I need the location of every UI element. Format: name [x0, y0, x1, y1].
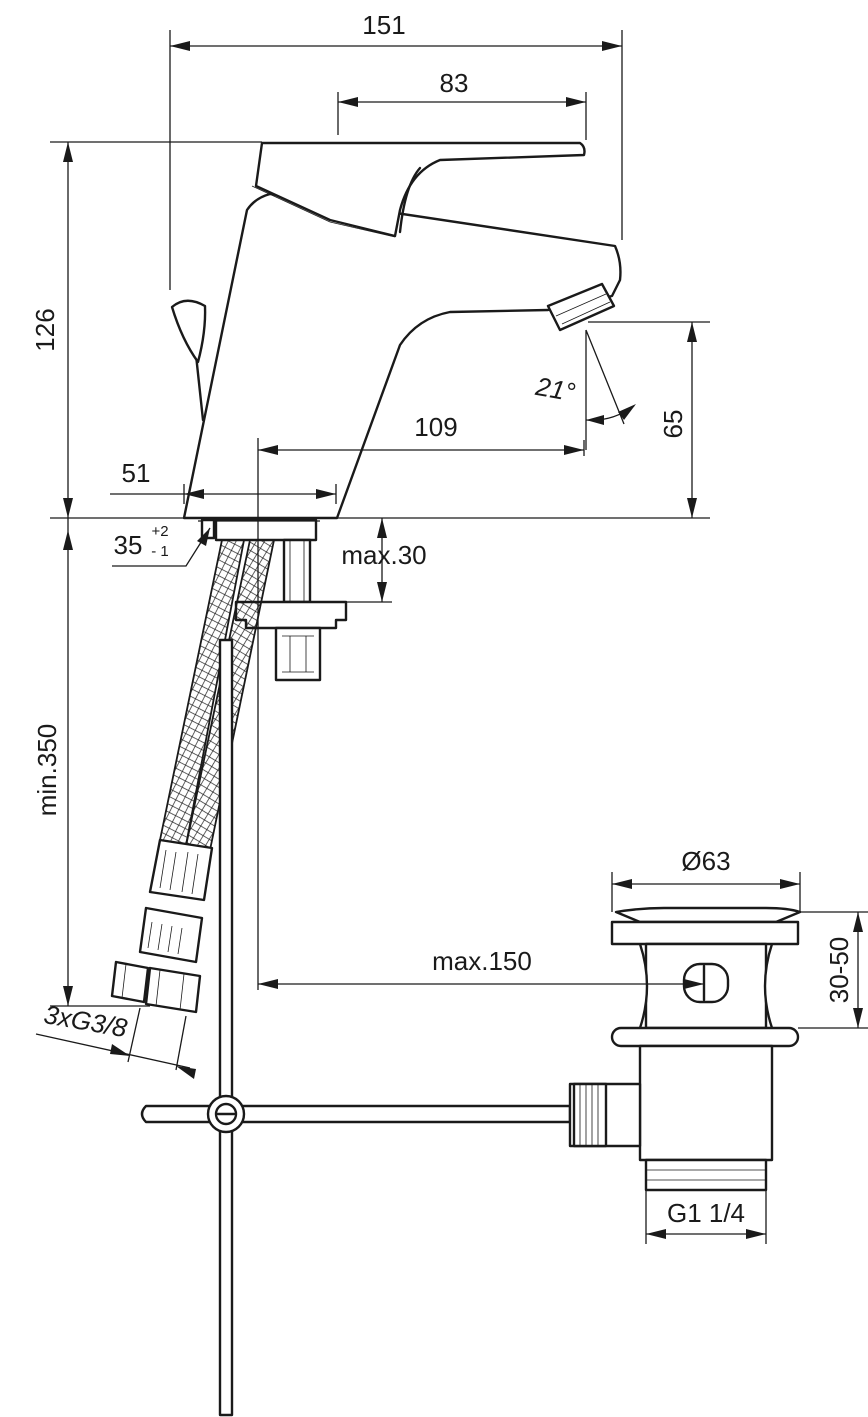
dim-hole-tol-minus: - 1 [151, 543, 169, 560]
dim-spout-reach: 109 [414, 412, 457, 442]
dim-base-diameter: 51 [122, 458, 151, 488]
dim-waste-range: 30-50 [824, 937, 854, 1004]
stud-lines [289, 540, 305, 602]
hex-lines [121, 963, 185, 1011]
faucet-body [182, 192, 622, 520]
dim-height: 126 [30, 308, 60, 351]
waste-tail [638, 1044, 774, 1162]
lever-shadow [398, 166, 422, 234]
pivot-nut [572, 1082, 608, 1148]
dim-lever-length: 83 [440, 68, 469, 98]
waste-thread [644, 1158, 768, 1192]
dim-overall-width: 151 [362, 10, 405, 40]
lever-joint [251, 185, 396, 238]
waste-body-slot [638, 943, 774, 1029]
hex-nut-1 [110, 960, 150, 1004]
mounting-nut [274, 626, 322, 682]
dim-hose-length: min.350 [32, 724, 62, 817]
pull-rod-vertical [218, 638, 234, 1417]
aerator-lip [555, 293, 611, 325]
waste-cap [614, 906, 802, 924]
dim-waste-diameter: Ø63 [681, 846, 730, 876]
hose-ferrule [148, 838, 214, 902]
dim-spout-angle: 21° [533, 371, 578, 408]
hex-nut-2 [144, 966, 202, 1014]
waste-nut [610, 1026, 800, 1048]
dim-spout-height: 65 [658, 410, 688, 439]
faucet [110, 141, 622, 1417]
pull-rod-upper [194, 353, 205, 422]
dim-pull-rod-distance: max.150 [432, 946, 532, 976]
nut-lines [282, 635, 314, 673]
linkage-rod [140, 1104, 572, 1124]
lever-handle [254, 141, 586, 238]
waste-fitting [568, 906, 802, 1192]
waste-flange [610, 920, 800, 946]
collar-grooves [147, 921, 183, 955]
aerator [546, 282, 616, 332]
dim-waste-thread: G1 1/4 [667, 1198, 745, 1228]
ferrule-grooves [159, 849, 199, 895]
dim-hole-tol-plus: +2 [151, 523, 168, 540]
thread-lines [646, 1169, 766, 1181]
base-flange [214, 518, 318, 542]
mounting-stud [282, 538, 312, 604]
dim-hole-diameter: 35 [114, 530, 143, 560]
pull-knob [170, 299, 207, 364]
pivot-nut-lines [579, 1084, 599, 1146]
dimension-lines [35, 30, 868, 1244]
dim-deck-thickness: max.30 [341, 540, 426, 570]
